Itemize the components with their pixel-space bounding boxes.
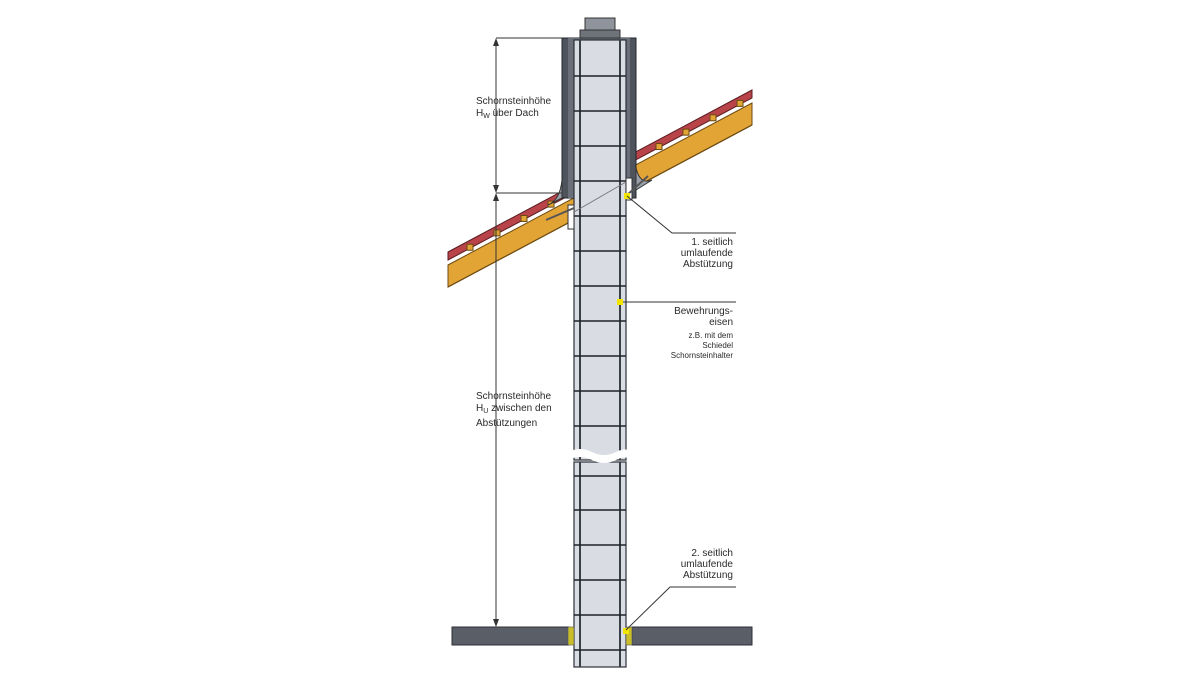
label-height-between-supports: Schornsteinhöhe HU zwischen den Abstützu… [476,391,552,430]
roof-batten [493,229,501,237]
chimney-body [568,39,632,668]
leader-lines [623,195,736,631]
label-note-line2: Schiedel [702,341,733,350]
roof-batten [520,215,528,222]
label-note-line1: z.B. mit dem [688,331,733,340]
label-reinforcement-line2: eisen [709,317,733,328]
label-support-1-line1: 1. seitlich [691,237,733,248]
label-support-1-line3: Abstützung [682,259,733,270]
label-reinforcement-note: z.B. mit dem Schiedel Schornsteinhalter [671,331,733,361]
roof-batten [736,99,744,107]
label-hu-line3: Abstützungen [476,418,538,429]
label-height-above-roof: Schornsteinhöhe HW über Dach [476,96,551,123]
roof-batten [682,128,690,136]
dimension-arrows [493,38,499,627]
label-support-2-line3: Abstützung [682,570,733,581]
label-support-1: 1. seitlich umlaufende Abstützung [681,237,733,270]
label-hw-line1: Schornsteinhöhe [476,96,552,107]
chimney-cap [579,17,621,39]
reinforcement-marker [617,299,623,305]
label-note-line3: Schornsteinhalter [670,351,733,360]
label-hu-line1: Schornsteinhöhe [476,391,552,402]
label-support-1-line2: umlaufende [680,248,733,259]
dimension-lines [495,37,562,628]
label-support-2-line1: 2. seitlich [691,548,733,559]
chimney-break [568,449,632,463]
label-hw-line2: HW über Dach [476,108,539,120]
label-reinforcement-line1: Bewehrungs- [674,306,733,317]
label-hu-line2: HU zwischen den [476,403,552,415]
floor-slab [451,626,753,646]
roof-batten [466,243,474,251]
label-support-2-line2: umlaufende [680,559,733,570]
roof-batten [709,114,717,122]
roof-batten [655,143,663,151]
label-reinforcement: Bewehrungs- eisen [674,306,733,328]
roof-batten [547,200,555,208]
label-support-2: 2. seitlich umlaufende Abstützung [681,548,733,581]
